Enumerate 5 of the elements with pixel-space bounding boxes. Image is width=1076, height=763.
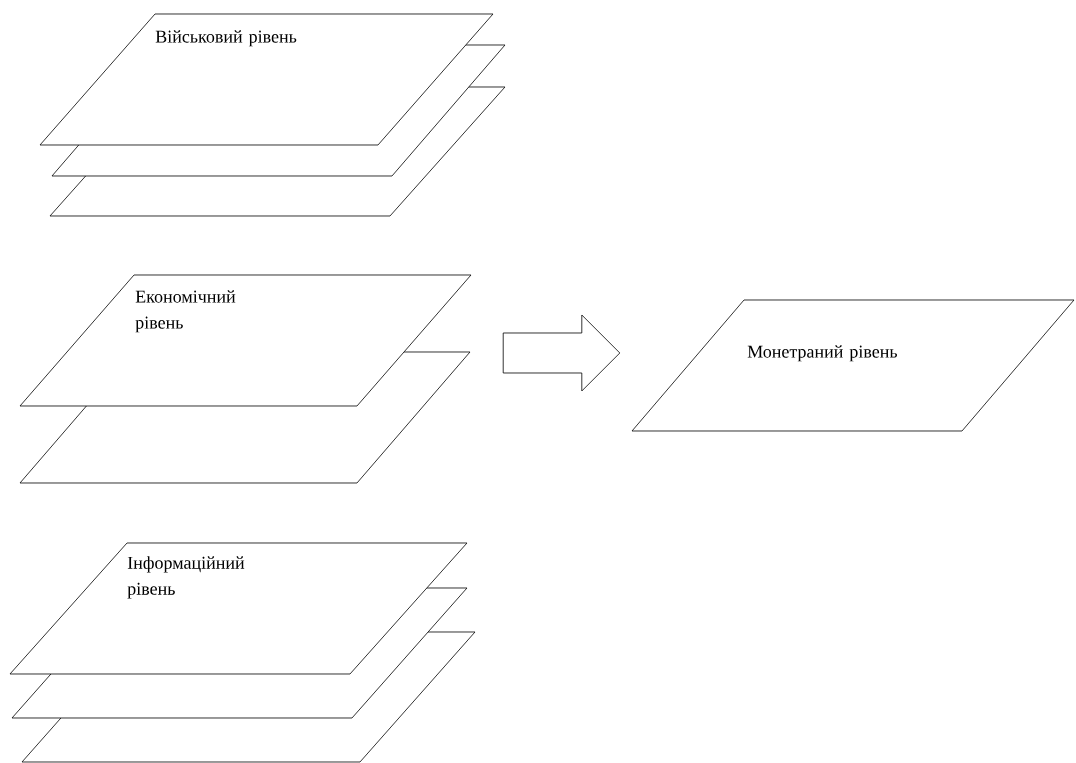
block-arrow [502,314,621,392]
level-plane: Економічний рівень [19,274,472,407]
level-plane: Військовий рівень [39,13,494,146]
level-plane: Інформаційний рівень [9,542,468,675]
level-plane: Монетраний рівень [631,299,1075,432]
